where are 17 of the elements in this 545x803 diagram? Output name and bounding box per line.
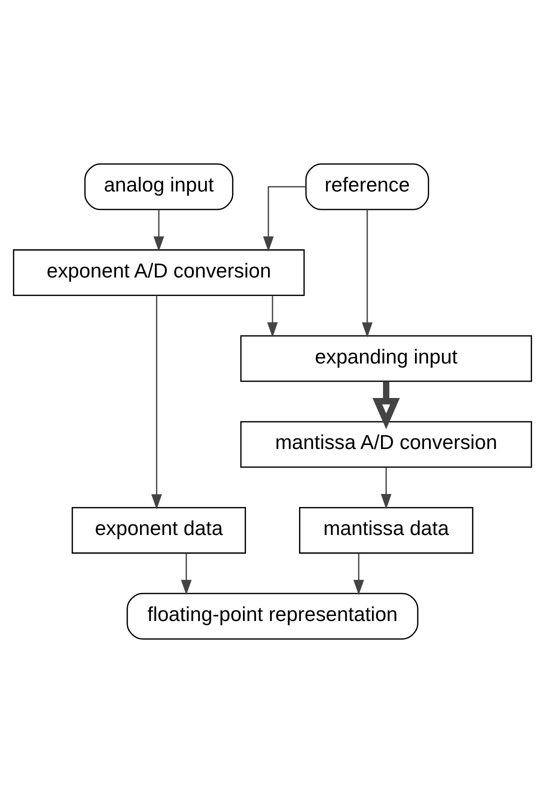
arrow [263,186,306,252]
arrow [151,296,162,510]
node-box: exponent A/D conversion [12,249,305,296]
node-box: exponent data [72,506,246,554]
arrow [380,467,392,510]
node-box: reference [305,163,430,210]
arrow [353,553,364,596]
node-box: mantissa data [299,506,474,554]
node-box: mantissa A/D conversion [240,421,532,468]
arrow [180,553,192,596]
node-box: floating-point representation [126,592,418,640]
arrow [267,296,278,338]
arrow [154,210,164,252]
node-box: expanding input [240,335,532,382]
arrow [362,210,373,338]
node-box: analog input [84,163,234,210]
arrow [372,382,400,430]
